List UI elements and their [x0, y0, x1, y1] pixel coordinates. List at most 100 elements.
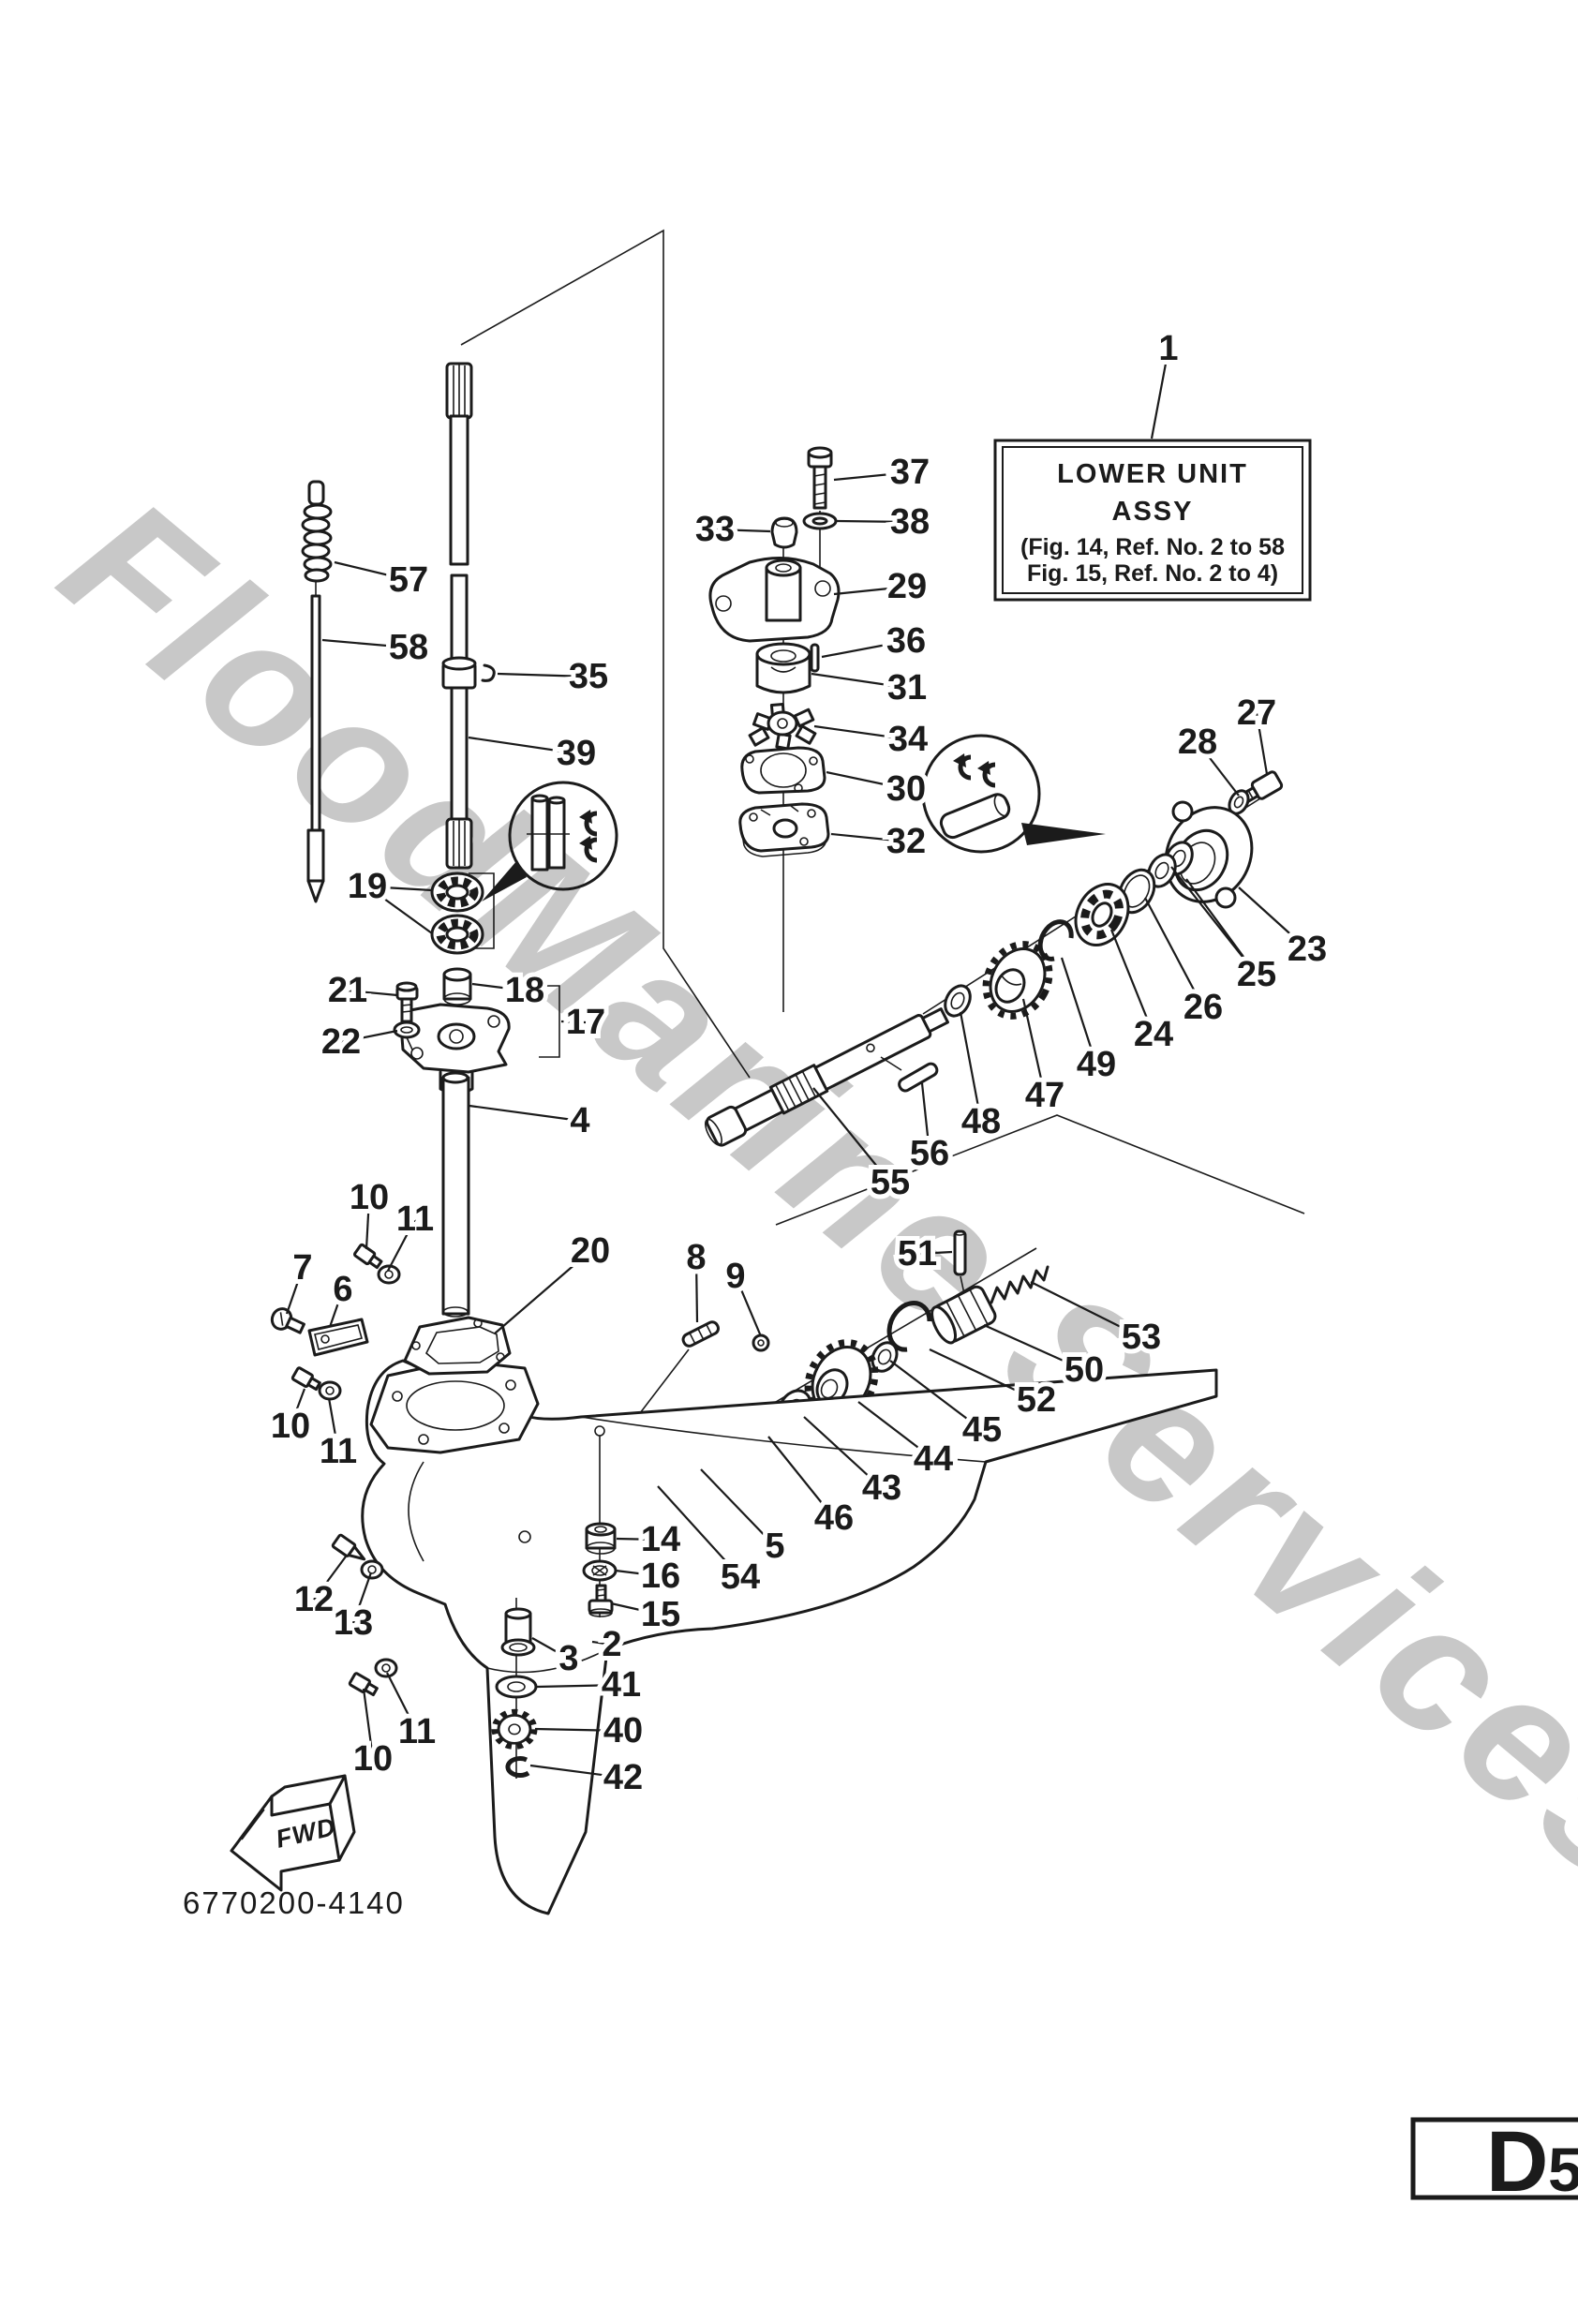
callout-3: 3 [558, 1639, 578, 1678]
title-line4: Fig. 15, Ref. No. 2 to 4) [1027, 560, 1278, 587]
callout-15: 15 [641, 1595, 680, 1634]
callout-leader-38 [836, 519, 911, 524]
callout-leader-52 [929, 1348, 1037, 1401]
callout-layer: 1373833293631343032575835391921221817427… [266, 324, 1332, 1802]
callout-49: 49 [1077, 1045, 1116, 1084]
callout-leader-41 [536, 1683, 622, 1689]
callout-leader-24 [1109, 929, 1155, 1035]
callout-10: 10 [271, 1407, 310, 1446]
callout-16: 16 [641, 1557, 680, 1596]
callout-46: 46 [814, 1498, 854, 1538]
callout-29: 29 [887, 567, 927, 606]
callout-30: 30 [886, 769, 926, 809]
callout-35: 35 [569, 657, 608, 696]
callout-5: 5 [765, 1527, 784, 1566]
callout-leader-26 [1144, 897, 1204, 1008]
callout-40: 40 [603, 1711, 643, 1750]
callout-leader-48 [959, 1011, 983, 1123]
callout-2: 2 [602, 1625, 621, 1664]
callout-leader-42 [529, 1764, 624, 1780]
callout-39: 39 [557, 734, 596, 773]
callout-leader-43 [803, 1416, 883, 1489]
callout-leader-56 [920, 1082, 931, 1155]
callout-19: 19 [348, 867, 387, 906]
callout-leader-28 [1197, 741, 1240, 797]
callout-leader-37 [833, 470, 911, 482]
callout-leader-58 [321, 638, 409, 649]
callout-33: 33 [695, 510, 735, 549]
gear-housing [361, 1316, 1218, 1915]
callout-4: 4 [570, 1101, 589, 1140]
callout-leader-11 [386, 1672, 418, 1733]
callout-55: 55 [871, 1163, 910, 1202]
callout-31: 31 [887, 668, 927, 708]
callout-leader-12 [313, 1556, 347, 1601]
callout-leader-11 [387, 1218, 416, 1272]
callout-27: 27 [1237, 693, 1276, 733]
callout-50: 50 [1064, 1350, 1104, 1390]
callout-leader-13 [351, 1572, 373, 1624]
callout-11: 11 [396, 1199, 434, 1239]
callout-11: 11 [398, 1712, 436, 1751]
callout-leader-19 [366, 886, 433, 934]
callout-45: 45 [962, 1410, 1002, 1450]
callout-leader-49 [1060, 957, 1098, 1065]
callout-leader-25 [1185, 878, 1258, 976]
page-code-box [1410, 2117, 1578, 2200]
detail-circle-right [921, 734, 1106, 854]
callout-22: 22 [321, 1022, 361, 1062]
callout-26: 26 [1184, 988, 1223, 1027]
callout-leader-54 [657, 1485, 741, 1578]
callout-56: 56 [910, 1134, 949, 1173]
callout-7: 7 [292, 1248, 312, 1288]
callout-leader-16 [615, 1569, 662, 1578]
callout-13: 13 [334, 1603, 373, 1643]
water-pump-assembly [708, 446, 841, 1012]
callout-leader-35 [497, 672, 589, 678]
callout-leader-6 [328, 1289, 345, 1328]
callout-leader-1 [1150, 348, 1170, 439]
callout-41: 41 [602, 1665, 641, 1705]
callout-leader-40 [534, 1727, 624, 1733]
callout-1: 1 [1158, 329, 1178, 368]
callout-52: 52 [1017, 1380, 1056, 1420]
callout-36: 36 [886, 621, 926, 661]
callout-leader-55 [812, 1087, 891, 1184]
callout-leader-11 [327, 1397, 340, 1452]
callout-24: 24 [1134, 1015, 1173, 1054]
callout-leader-21 [347, 989, 398, 997]
callout-leader-10 [365, 1197, 371, 1250]
callout-6: 6 [333, 1270, 352, 1309]
callout-leader-20 [494, 1250, 591, 1334]
callout-54: 54 [721, 1557, 760, 1597]
callout-47: 47 [1025, 1076, 1064, 1115]
page-code-digit: 5 [1548, 2135, 1578, 2204]
callout-25: 25 [1237, 955, 1276, 994]
callout-20: 20 [571, 1231, 610, 1271]
callout-leader-8 [694, 1257, 699, 1323]
callout-28: 28 [1178, 723, 1217, 762]
title-line1: LOWER UNIT [1057, 459, 1248, 489]
footer: 6770200-4140 D 5 [183, 1885, 1578, 2210]
callout-17: 17 [566, 1003, 605, 1042]
callout-leader-29 [833, 585, 908, 596]
callout-leader-45 [889, 1360, 983, 1431]
group-fences [460, 229, 1305, 1665]
callout-leader-39 [468, 736, 577, 755]
drawing-number: 6770200-4140 [183, 1885, 405, 1920]
callout-leader-30 [826, 770, 907, 791]
callout-leader-18 [471, 982, 526, 992]
title-line3: (Fig. 14, Ref. No. 2 to 58 [1020, 534, 1285, 560]
callout-leader-17 [560, 1020, 587, 1024]
callout-32: 32 [886, 822, 926, 861]
callout-38: 38 [890, 502, 930, 542]
callout-48: 48 [961, 1102, 1001, 1141]
callout-leader-4 [469, 1104, 581, 1123]
callout-leader-23 [1238, 886, 1308, 950]
callout-leader-22 [340, 1029, 398, 1044]
callout-leader-3 [531, 1637, 570, 1660]
callout-leader-46 [767, 1436, 835, 1519]
pinion-lower-column [491, 1598, 538, 1779]
callout-leader-2 [591, 1640, 613, 1646]
